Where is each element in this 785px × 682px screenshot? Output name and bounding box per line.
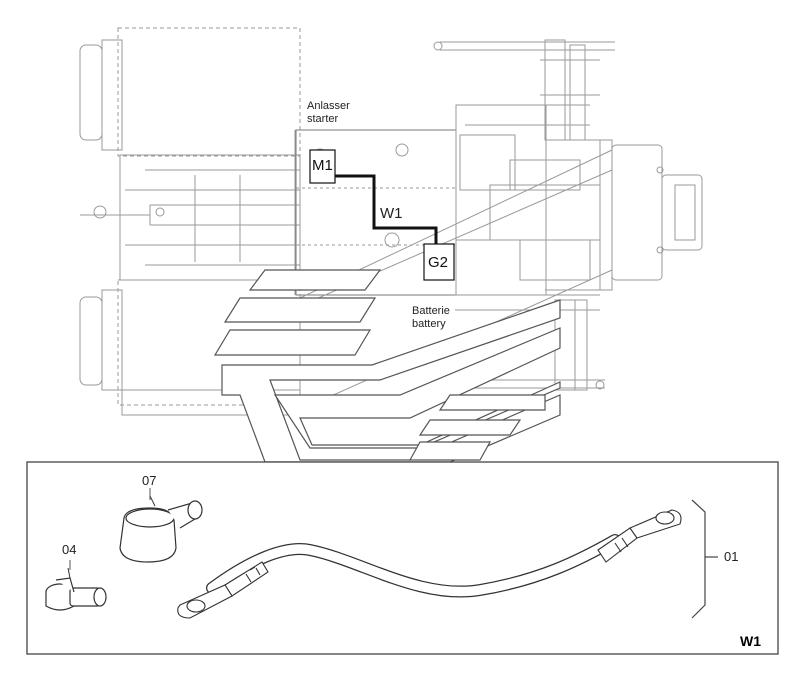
- starter-label-de: Anlasser: [307, 100, 350, 112]
- terminal-cap-icon: [119, 495, 203, 563]
- part-01-label: 01: [724, 549, 739, 564]
- g2-label: G2: [428, 254, 449, 271]
- battery-cable-icon: [177, 509, 682, 619]
- battery-label-de: Batterie: [412, 305, 450, 317]
- g2-component-box: [423, 243, 455, 281]
- battery-clamp-icon: [45, 567, 107, 611]
- platform-chevrons: [213, 269, 561, 463]
- part-04-label: 04: [62, 542, 77, 557]
- parts-panel-frame: [26, 461, 779, 655]
- part-07-label: 07: [142, 473, 157, 488]
- w1-wire-label: W1: [380, 205, 403, 222]
- starter-label-en: starter: [307, 113, 339, 125]
- panel-title: W1: [740, 633, 761, 649]
- m1-component-box: [309, 149, 336, 184]
- m1-label: M1: [312, 157, 333, 174]
- battery-label-en: battery: [412, 318, 446, 330]
- wire-w1: [334, 174, 438, 244]
